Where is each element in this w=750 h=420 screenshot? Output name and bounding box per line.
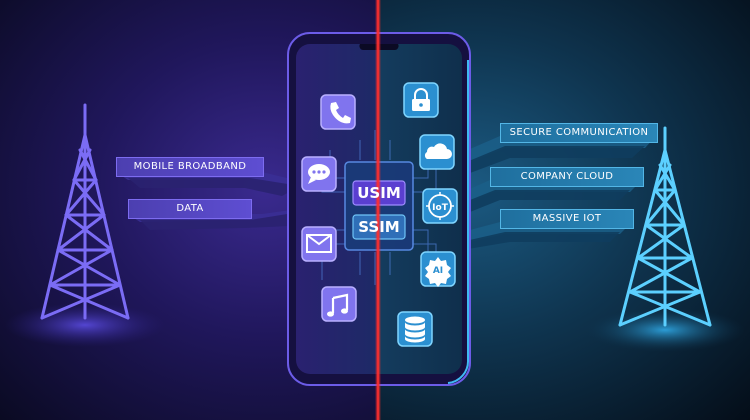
mail-icon[interactable] bbox=[301, 226, 337, 262]
ssim-label: SSIM bbox=[358, 218, 400, 236]
right-tower-base-glow bbox=[585, 308, 745, 352]
lock-icon[interactable] bbox=[403, 82, 439, 118]
label-data: DATA bbox=[128, 199, 252, 219]
center-divider-line bbox=[375, 0, 381, 420]
label-mobile-broadband: MOBILE BROADBAND bbox=[116, 157, 264, 177]
ai-icon-text: AI bbox=[433, 266, 443, 276]
left-tower-base-glow bbox=[5, 303, 165, 347]
database-icon[interactable] bbox=[397, 311, 433, 347]
right-label-ribbons bbox=[440, 136, 656, 250]
label-massive-iot: MASSIVE IOT bbox=[500, 209, 634, 229]
label-company-cloud: COMPANY CLOUD bbox=[490, 167, 644, 187]
left-tower-icon bbox=[40, 103, 130, 320]
ai-icon[interactable]: AI bbox=[420, 251, 456, 287]
right-tower-icon bbox=[618, 126, 712, 327]
chat-icon[interactable] bbox=[301, 156, 337, 192]
cloud-icon[interactable] bbox=[419, 134, 455, 170]
music-icon[interactable] bbox=[321, 286, 357, 322]
phone-icon[interactable] bbox=[320, 94, 356, 130]
iot-icon[interactable]: IoT bbox=[422, 188, 458, 224]
usim-label: USIM bbox=[357, 184, 401, 202]
label-secure-communication: SECURE COMMUNICATION bbox=[500, 123, 658, 143]
iot-icon-text: IoT bbox=[432, 203, 449, 213]
